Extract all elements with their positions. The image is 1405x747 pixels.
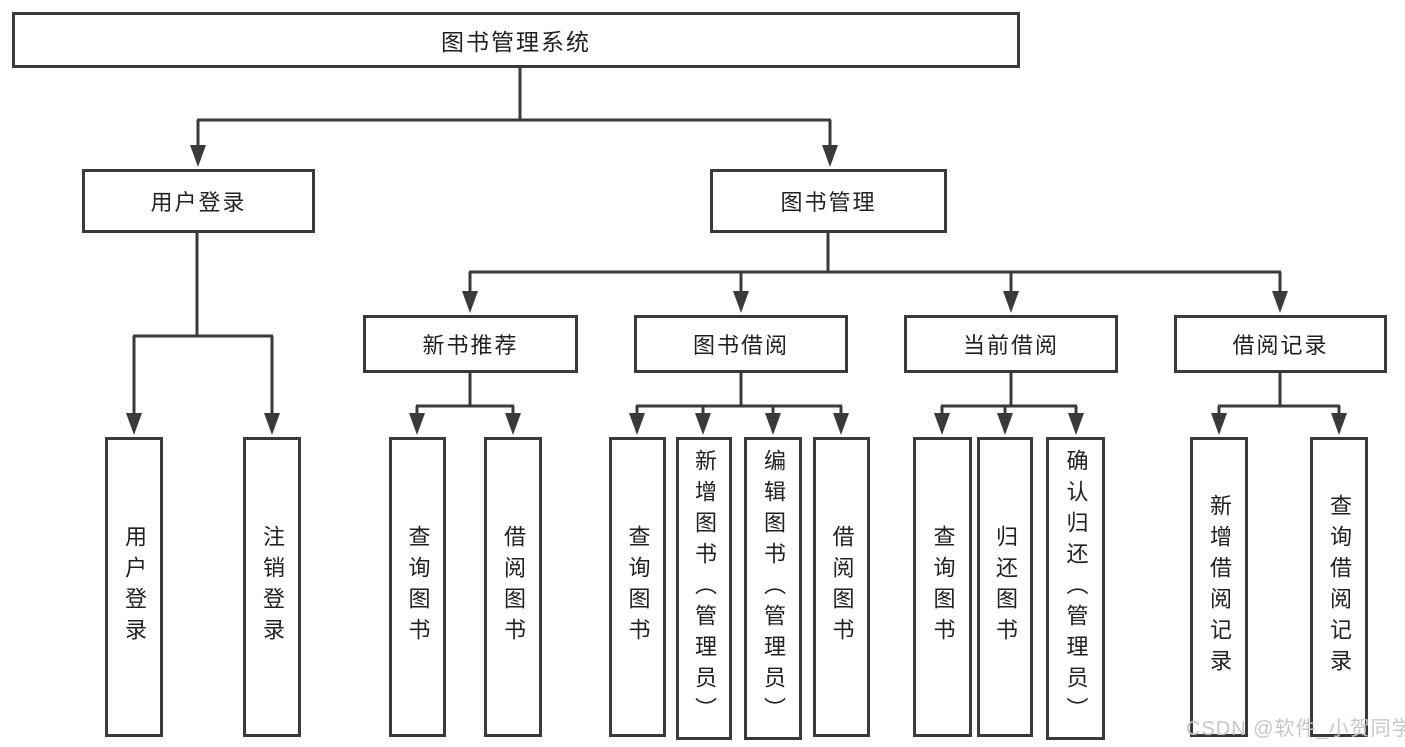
node-leaf-edit-books-admin: 编辑图书（管理员） — [744, 437, 802, 740]
node-leaf-borrow-books-borrowing: 借阅图书 — [813, 437, 870, 737]
node-leaf-user-login: 用户登录 — [105, 437, 163, 737]
arrowhead-icon — [264, 413, 280, 435]
arrowhead-icon — [505, 413, 521, 435]
arrowhead-icon — [462, 291, 478, 313]
node-leaf-logout: 注销登录 — [243, 437, 301, 737]
node-book-borrowing: 图书借阅 — [634, 315, 848, 373]
node-new-book-recommend: 新书推荐 — [363, 315, 578, 373]
node-leaf-borrow-books-recommend: 借阅图书 — [484, 437, 542, 737]
node-current-borrowing: 当前借阅 — [904, 315, 1118, 373]
node-leaf-return-books: 归还图书 — [977, 437, 1033, 737]
arrowhead-icon — [695, 413, 711, 435]
node-leaf-query-books-recommend: 查询图书 — [389, 437, 446, 737]
node-leaf-query-borrow-record: 查询借阅记录 — [1310, 437, 1368, 737]
arrowhead-icon — [190, 145, 206, 167]
arrowhead-icon — [126, 413, 142, 435]
node-leaf-query-books-borrowing: 查询图书 — [609, 437, 666, 737]
arrowhead-icon — [1068, 413, 1084, 435]
node-leaf-confirm-return-admin: 确认归还（管理员） — [1046, 437, 1105, 740]
arrowhead-icon — [934, 413, 950, 435]
arrowhead-icon — [833, 413, 849, 435]
node-user-login: 用户登录 — [82, 169, 315, 233]
arrowhead-icon — [1272, 291, 1288, 313]
arrowhead-icon — [733, 291, 749, 313]
arrowhead-icon — [1331, 413, 1347, 435]
node-leaf-query-books-current: 查询图书 — [913, 437, 972, 737]
arrowhead-icon — [1211, 413, 1227, 435]
arrowhead-icon — [997, 413, 1013, 435]
arrowhead-icon — [629, 413, 645, 435]
arrowhead-icon — [1003, 291, 1019, 313]
arrowhead-icon — [822, 145, 838, 167]
node-book-management: 图书管理 — [710, 169, 947, 233]
node-leaf-add-borrow-record: 新增借阅记录 — [1190, 437, 1248, 737]
watermark: CSDN @软件_小贺同学 — [1186, 718, 1405, 740]
node-borrowing-records: 借阅记录 — [1174, 315, 1387, 373]
arrowhead-icon — [409, 413, 425, 435]
arrowhead-icon — [765, 413, 781, 435]
node-root-library-system: 图书管理系统 — [12, 12, 1020, 68]
node-leaf-add-books-admin: 新增图书（管理员） — [676, 437, 732, 740]
